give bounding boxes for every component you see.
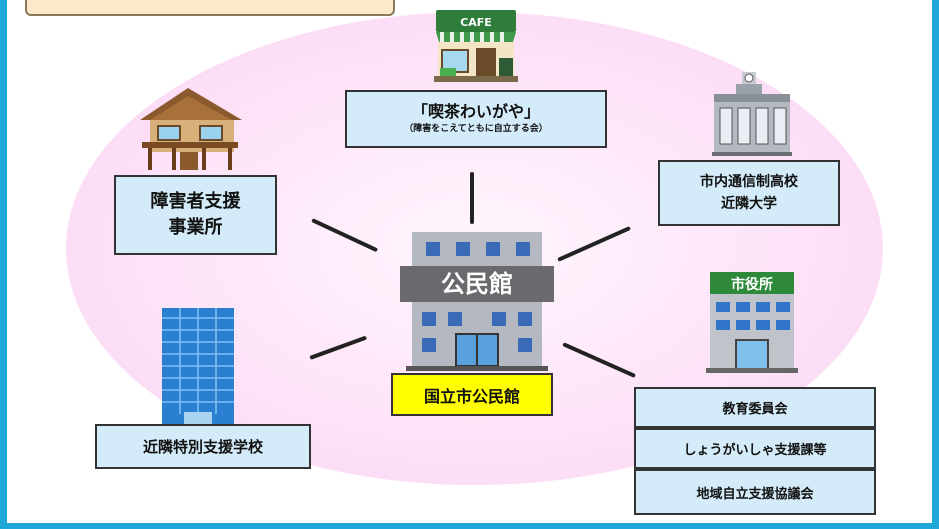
community-hall-sign-text: 公民館 bbox=[441, 270, 513, 298]
schools-line1: 市内通信制高校 bbox=[700, 174, 798, 190]
support-office-box: 障害者支援 事業所 bbox=[114, 175, 277, 255]
cafe-building-icon: CAFE bbox=[434, 10, 518, 82]
support-office-line1: 障害者支援 bbox=[150, 191, 241, 212]
schools-box: 市内通信制高校 近隣大学 bbox=[658, 160, 840, 226]
special-school-label: 近隣特別支援学校 bbox=[142, 438, 263, 456]
center-label-box: 国立市公民館 bbox=[391, 373, 553, 416]
tall-glass-building-icon bbox=[162, 308, 234, 426]
special-school-box: 近隣特別支援学校 bbox=[95, 424, 311, 469]
connector-cafe bbox=[470, 172, 474, 224]
city-hall-item-2: 地域自立支援協議会 bbox=[634, 469, 876, 515]
cafe-sign-text: CAFE bbox=[460, 16, 492, 29]
city-hall-item-label: 地域自立支援協議会 bbox=[696, 486, 814, 502]
city-hall-building-icon: 市役所 bbox=[706, 272, 798, 373]
cafe-subtitle: （障害をこえてともに自立する会） bbox=[404, 124, 548, 134]
city-hall-item-label: しょうがいしゃ支援課等 bbox=[683, 443, 827, 458]
city-hall-item-0: 教育委員会 bbox=[634, 387, 876, 428]
header-tab bbox=[25, 0, 395, 16]
city-hall-item-1: しょうがいしゃ支援課等 bbox=[634, 428, 876, 469]
support-office-line2: 事業所 bbox=[168, 217, 223, 238]
cafe-box: 「喫茶わいがや」 （障害をこえてともに自立する会） bbox=[345, 90, 607, 148]
city-hall-item-label: 教育委員会 bbox=[722, 402, 788, 417]
community-hall-building-icon: 公民館 bbox=[400, 232, 554, 371]
cafe-title: 「喫茶わいがや」 bbox=[411, 102, 540, 121]
school-building-icon bbox=[712, 72, 792, 156]
city-hall-sign-text: 市役所 bbox=[731, 276, 773, 293]
house-icon bbox=[140, 88, 242, 170]
schools-line2: 近隣大学 bbox=[721, 196, 777, 212]
center-label: 国立市公民館 bbox=[423, 386, 520, 406]
